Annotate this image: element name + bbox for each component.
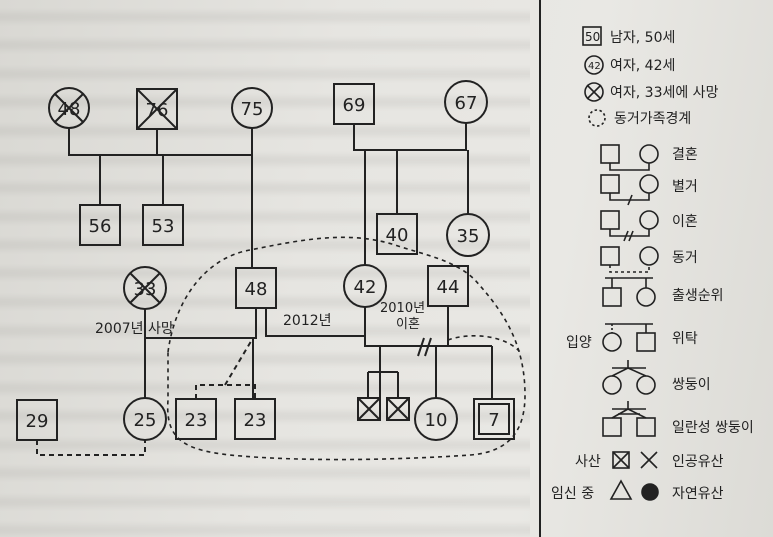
legend-adoption-icon xyxy=(602,323,656,352)
label-76: 76 xyxy=(146,100,169,121)
label-53: 53 xyxy=(152,216,175,237)
label-67: 67 xyxy=(455,93,478,114)
person-40-male xyxy=(376,213,418,255)
legend-abortion-icon xyxy=(640,451,658,469)
background-text-bleed xyxy=(0,12,530,535)
stillbirth-1 xyxy=(357,397,381,421)
legend-foster-label: 위탁 xyxy=(672,331,698,347)
legend-abortion-label: 인공유산 xyxy=(672,454,724,470)
label-7: 7 xyxy=(488,410,499,431)
label-40: 40 xyxy=(386,225,409,246)
legend-identical-twins-label: 일란성 쌍둥이 xyxy=(672,420,754,436)
legend-miscarriage-label: 자연유산 xyxy=(672,486,724,502)
legend-adoption-prefix: 입양 xyxy=(566,335,592,351)
label-48: 48 xyxy=(58,99,81,120)
legend-female-number: 42 xyxy=(588,61,601,72)
legend-cohabitation-icon xyxy=(600,246,659,273)
legend-miscarriage-icon xyxy=(641,483,659,501)
person-35-female xyxy=(446,213,490,257)
legend-separation-icon xyxy=(600,174,659,206)
label-75: 75 xyxy=(241,99,264,120)
legend-twins-label: 쌍둥이 xyxy=(672,377,711,393)
legend-pregnancy-icon xyxy=(609,479,633,500)
legend-cohabitation-label: 동거 xyxy=(672,250,698,266)
legend-twins-icon xyxy=(602,360,656,395)
label-69: 69 xyxy=(343,95,366,116)
legend-female-icon xyxy=(584,55,604,75)
annotation-death-2007: 2007년 사망 xyxy=(95,321,174,337)
annotation-2010: 2010년 xyxy=(380,301,425,316)
label-29: 29 xyxy=(26,411,49,432)
legend-marriage-label: 결혼 xyxy=(672,147,698,163)
label-56: 56 xyxy=(89,216,112,237)
person-10-female xyxy=(414,397,458,441)
legend-birth-order-label: 출생순위 xyxy=(672,288,724,304)
label-10: 10 xyxy=(425,410,448,431)
legend-deceased-icon xyxy=(584,82,604,102)
label-42: 42 xyxy=(354,277,377,298)
legend-stillbirth-icon xyxy=(612,451,630,469)
marriage-line-33-48 xyxy=(144,308,257,339)
legend-divorce-label: 이혼 xyxy=(672,214,698,230)
label-23a: 23 xyxy=(185,410,208,431)
person-53-male xyxy=(142,204,184,246)
legend-female-label: 여자, 42세 xyxy=(610,58,675,74)
legend xyxy=(582,26,659,501)
legend-labels: 50 42 남자, 50세 여자, 42세 여자, 33세에 사망 동거가족경계… xyxy=(551,30,754,502)
legend-divorce-icon xyxy=(600,210,659,242)
household-boundary xyxy=(166,236,526,461)
legend-male-number: 50 xyxy=(585,30,600,44)
legend-male-label: 남자, 50세 xyxy=(610,30,675,46)
divorce-line-42-44 xyxy=(364,306,449,347)
legend-household-label: 동거가족경계 xyxy=(614,111,691,127)
legend-identical-twins-icon xyxy=(602,401,656,437)
annotation-divorce: 이혼 xyxy=(396,317,420,332)
label-33: 33 xyxy=(134,279,157,300)
legend-male-icon xyxy=(582,26,602,46)
annotation-2012: 2012년 xyxy=(283,313,332,329)
cohabitation-line-29-25 xyxy=(36,440,146,456)
person-7-male-foster xyxy=(473,398,515,440)
legend-stillbirth-prefix: 사산 xyxy=(575,454,601,470)
legend-marriage-icon xyxy=(600,144,659,171)
legend-birth-order-icon xyxy=(602,277,656,307)
label-44: 44 xyxy=(437,277,460,298)
grandparents-right xyxy=(333,80,488,214)
label-25: 25 xyxy=(134,410,157,431)
label-35: 35 xyxy=(457,226,480,247)
legend-deceased-label: 여자, 33세에 사망 xyxy=(610,85,719,101)
legend-separation-label: 별거 xyxy=(672,179,698,195)
person-23b-male xyxy=(234,398,276,440)
label-23b: 23 xyxy=(244,410,267,431)
grandparents-left xyxy=(48,87,273,205)
label-48-father: 48 xyxy=(245,279,268,300)
person-56-male xyxy=(79,204,121,246)
legend-pregnancy-prefix: 임신 중 xyxy=(551,486,594,502)
stillbirth-2 xyxy=(386,397,410,421)
legend-household-icon xyxy=(588,109,606,127)
